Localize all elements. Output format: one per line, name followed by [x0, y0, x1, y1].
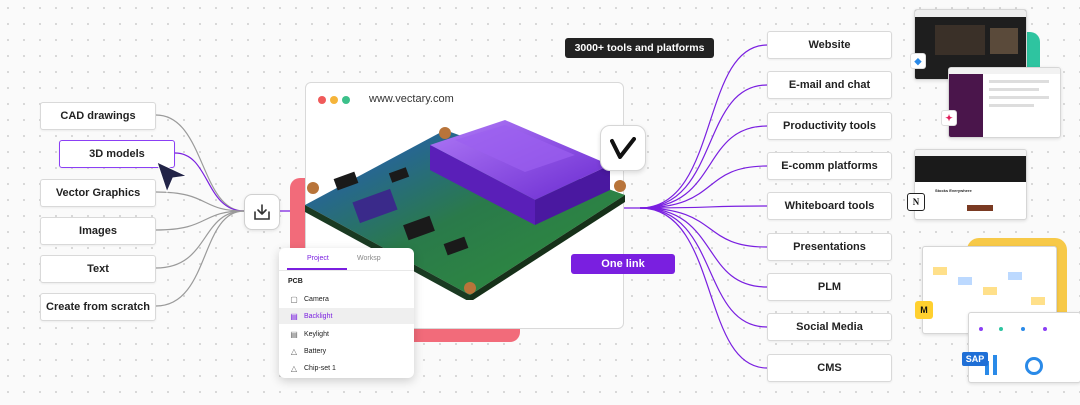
output-label: PLM — [817, 281, 842, 293]
import-icon — [254, 204, 270, 220]
wire-text — [155, 210, 245, 269]
panel-item-label: Battery — [304, 347, 327, 355]
output-label: CMS — [817, 362, 842, 374]
panel-item-label: Keylight — [304, 330, 329, 338]
input-label: 3D models — [89, 148, 145, 160]
output-label: Presentations — [793, 241, 866, 253]
sap-logo: SAP — [962, 352, 988, 366]
browser-url: www.vectary.com — [369, 93, 454, 105]
output-node-website[interactable]: Website — [767, 31, 892, 59]
input-label: Create from scratch — [46, 301, 150, 313]
vectary-logo-icon — [610, 137, 636, 159]
mesh-icon: △ — [290, 346, 298, 356]
output-node-plm[interactable]: PLM — [767, 273, 892, 301]
input-label: Text — [87, 263, 109, 275]
panel-item-chipset[interactable]: △ Chip-set 1 — [279, 360, 414, 376]
light-icon: ▤ — [290, 329, 298, 339]
import-button[interactable] — [244, 194, 280, 230]
output-node-social[interactable]: Social Media — [767, 313, 892, 341]
wire-out-ecomm — [639, 165, 768, 209]
active-tab-indicator — [287, 268, 347, 270]
wire-out-whiteboard — [639, 205, 768, 209]
input-node-vector[interactable]: Vector Graphics — [40, 179, 156, 207]
slack-icon: ✦ — [941, 110, 957, 126]
input-label: Vector Graphics — [55, 187, 141, 199]
output-node-whiteboard[interactable]: Whiteboard tools — [767, 192, 892, 220]
tab-workspace[interactable]: Worksp — [357, 255, 381, 262]
output-node-presentations[interactable]: Presentations — [767, 233, 892, 261]
wire-out-cms — [639, 207, 768, 369]
panel-item-backlight[interactable]: ▤ Backlight — [279, 308, 414, 324]
wire-3d — [174, 152, 245, 212]
input-node-images[interactable]: Images — [40, 217, 156, 245]
pcb-3d-model[interactable] — [295, 100, 640, 300]
output-label: Productivity tools — [783, 120, 876, 132]
panel-group-title: PCB — [288, 278, 303, 285]
vectary-logo-box — [600, 125, 646, 171]
input-label: CAD drawings — [60, 110, 136, 122]
light-icon: ▤ — [290, 311, 298, 321]
ecomm-thumbnail: Stocks Everywhere — [914, 149, 1027, 220]
output-label: E-comm platforms — [781, 160, 878, 172]
dashboard-thumbnail — [968, 312, 1080, 383]
output-node-cms[interactable]: CMS — [767, 354, 892, 382]
input-node-cad[interactable]: CAD drawings — [40, 102, 156, 130]
one-link-button[interactable]: One link — [571, 254, 675, 274]
panel-item-label: Backlight — [304, 312, 333, 320]
wire-out-presentations — [639, 207, 768, 248]
miro-icon: M — [915, 301, 933, 319]
panel-item-battery[interactable]: △ Battery — [279, 343, 414, 359]
scene-panel: Project Worksp PCB ▢ Camera ▤ Backlight … — [279, 248, 414, 378]
window-maximize-dot[interactable] — [342, 96, 350, 104]
panel-item-label: Camera — [304, 295, 329, 303]
output-label: E-mail and chat — [788, 79, 871, 91]
output-node-productivity[interactable]: Productivity tools — [767, 112, 892, 140]
chip-large — [352, 188, 398, 224]
wire-out-email — [639, 84, 768, 209]
tools-count-badge: 3000+ tools and platforms — [565, 38, 714, 58]
output-node-email-chat[interactable]: E-mail and chat — [767, 71, 892, 99]
wire-cad — [155, 114, 245, 212]
wire-images — [155, 210, 245, 231]
input-label: Images — [79, 225, 117, 237]
input-node-3d-models[interactable]: 3D models — [59, 140, 175, 168]
notion-icon: N — [907, 193, 925, 211]
output-label: Whiteboard tools — [784, 200, 875, 212]
window-close-dot[interactable] — [318, 96, 326, 104]
input-node-text[interactable]: Text — [40, 255, 156, 283]
output-node-ecomm[interactable]: E-comm platforms — [767, 152, 892, 180]
chat-thumbnail — [948, 67, 1061, 138]
camera-icon: ▢ — [290, 294, 298, 304]
window-minimize-dot[interactable] — [330, 96, 338, 104]
wire-vector — [155, 191, 245, 212]
cursor-icon — [156, 161, 189, 194]
wire-out-website — [639, 44, 768, 209]
framer-icon: ◆ — [910, 53, 926, 69]
panel-item-keylight[interactable]: ▤ Keylight — [279, 326, 414, 342]
ecomm-headline: Stocks Everywhere — [935, 188, 972, 193]
panel-item-camera[interactable]: ▢ Camera — [279, 291, 414, 307]
wire-out-social — [639, 207, 768, 328]
panel-item-label: Chip-set 1 — [304, 364, 336, 372]
panel-tabs: Project Worksp — [279, 248, 414, 271]
wire-out-productivity — [639, 125, 768, 209]
tab-project[interactable]: Project — [307, 255, 329, 262]
wire-out-plm — [639, 207, 768, 288]
input-node-scratch[interactable]: Create from scratch — [40, 293, 156, 321]
output-label: Social Media — [796, 321, 863, 333]
output-label: Website — [808, 39, 851, 51]
mesh-icon: △ — [290, 363, 298, 373]
wire-scratch — [155, 210, 245, 307]
